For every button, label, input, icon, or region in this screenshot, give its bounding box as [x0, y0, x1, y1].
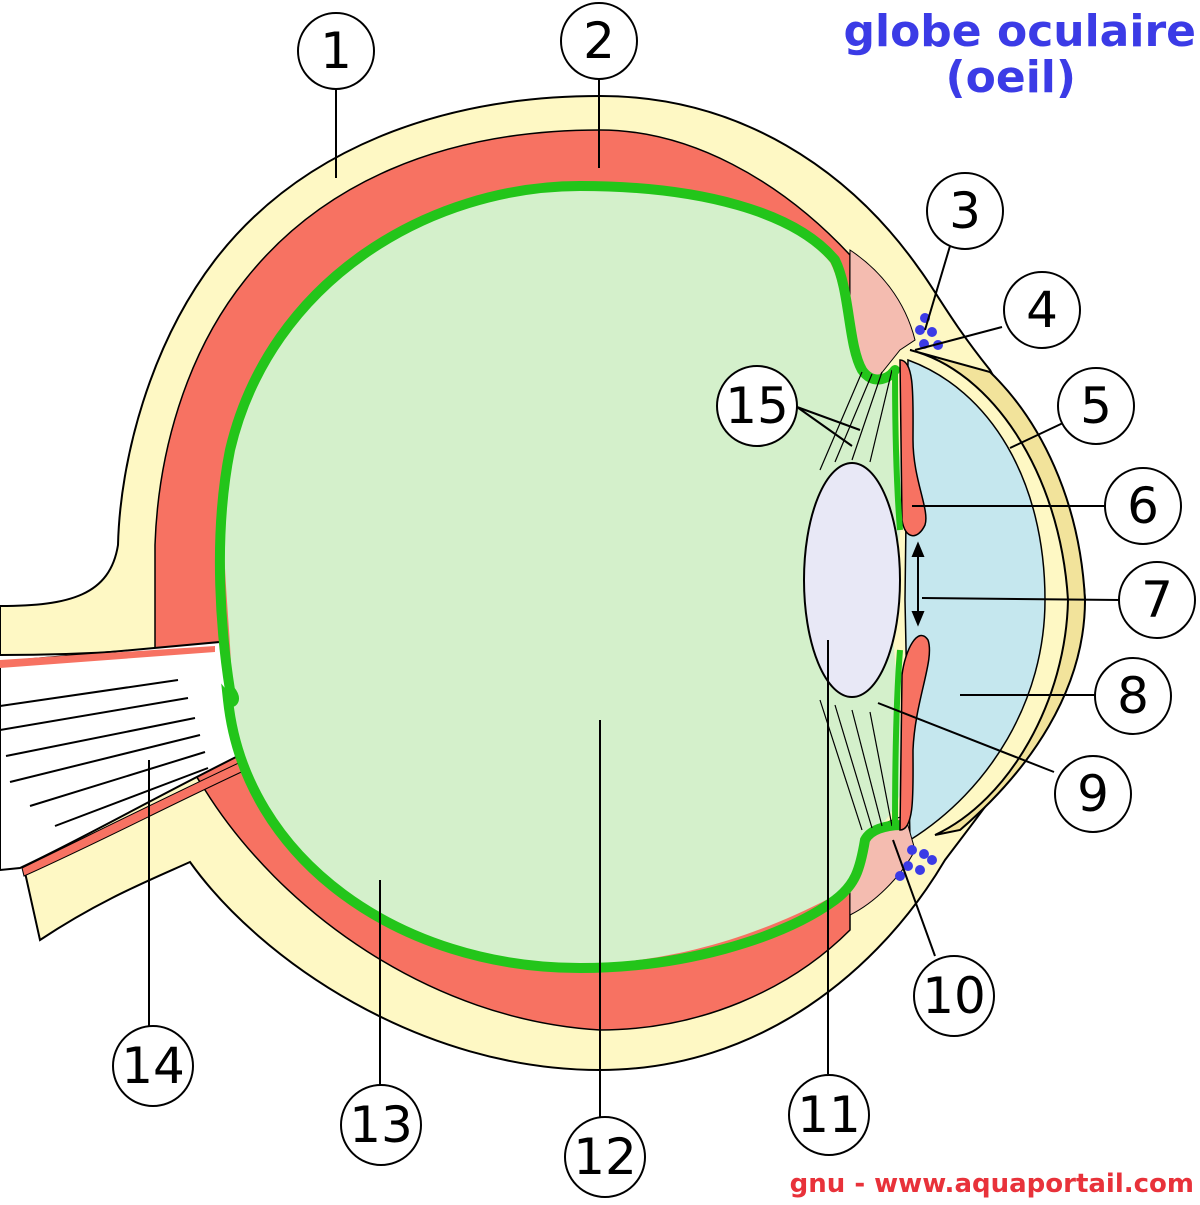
label-9-text: 9	[1077, 765, 1109, 823]
label-7-text: 7	[1141, 571, 1173, 629]
label-12-text: 12	[573, 1128, 637, 1186]
cornea-shape	[909, 349, 1087, 836]
label-2: 2	[560, 2, 638, 80]
label-13-text: 13	[349, 1096, 413, 1154]
label-4-text: 4	[1026, 281, 1058, 339]
pupil-arrow	[911, 541, 925, 627]
label-14: 14	[112, 1025, 194, 1107]
iris-green-lower	[892, 649, 903, 831]
label-3: 3	[926, 172, 1004, 250]
retina-shape-back	[214, 181, 907, 974]
credit-text: gnu - www.aquaportail.com	[790, 1169, 1194, 1199]
optic-nerve-red-strip-top	[0, 646, 215, 668]
label-3-text: 3	[949, 182, 981, 240]
label-13: 13	[340, 1084, 422, 1166]
iris-lower	[899, 634, 931, 831]
label-6: 6	[1104, 467, 1182, 545]
label-12: 12	[564, 1116, 646, 1198]
vitreous-body	[223, 190, 906, 965]
label-5-text: 5	[1080, 377, 1112, 435]
label-1: 1	[297, 12, 375, 90]
optic-nerve-fibres	[0, 679, 209, 827]
aqueous-humour	[904, 358, 1046, 842]
label-2-text: 2	[583, 12, 615, 70]
label-10-text: 10	[922, 967, 986, 1025]
label-11: 11	[788, 1074, 870, 1156]
iris-upper	[899, 359, 927, 537]
label-15: 15	[716, 365, 798, 447]
label-6-text: 6	[1127, 477, 1159, 535]
label-9: 9	[1054, 755, 1132, 833]
label-1-text: 1	[320, 22, 352, 80]
iris-green-upper	[892, 369, 903, 531]
title-line-2: (oeil)	[946, 52, 1076, 103]
leader-lines	[148, 72, 1121, 1117]
label-10: 10	[913, 955, 995, 1037]
label-8: 8	[1094, 657, 1172, 735]
lens-shape	[803, 462, 901, 698]
schlemm-canal-dots-lower	[895, 845, 937, 881]
label-14-text: 14	[121, 1037, 185, 1095]
label-4: 4	[1003, 271, 1081, 349]
label-7: 7	[1118, 561, 1196, 639]
label-15-text: 15	[725, 377, 789, 435]
label-11-text: 11	[797, 1086, 861, 1144]
label-8-text: 8	[1117, 667, 1149, 725]
title-line-1: globe oculaire	[844, 6, 1197, 57]
label-5: 5	[1057, 367, 1135, 445]
